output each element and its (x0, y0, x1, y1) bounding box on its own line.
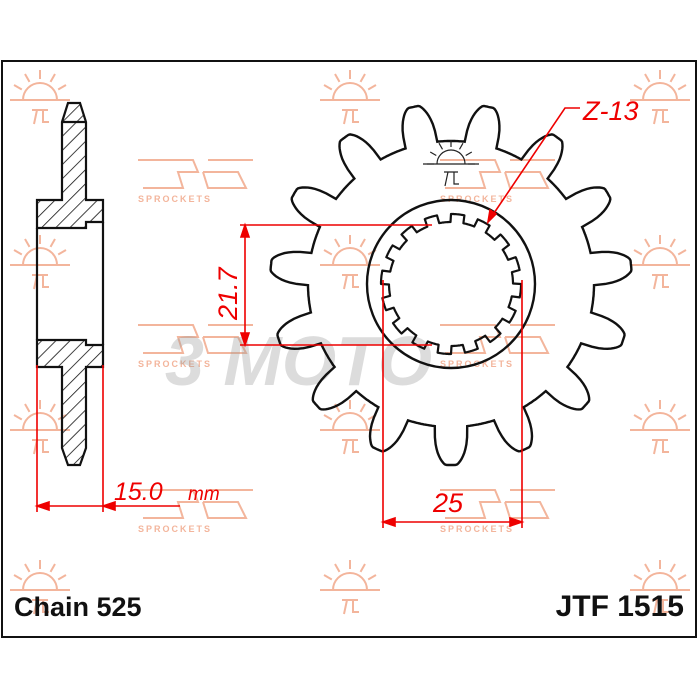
thickness-dimension: 15.0 (114, 478, 163, 506)
svg-text:SPROCKETS: SPROCKETS (440, 524, 514, 534)
sun-logo-watermark (320, 235, 380, 290)
svg-text:SPROCKETS: SPROCKETS (138, 359, 212, 369)
svg-text:SPROCKETS: SPROCKETS (138, 194, 212, 204)
svg-text:SPROCKETS: SPROCKETS (440, 194, 514, 204)
dimension-lines (34, 107, 580, 528)
jt-sprockets-watermark: SPROCKETS (138, 159, 253, 204)
svg-text:SPROCKETS: SPROCKETS (138, 524, 212, 534)
jt-sprockets-watermark: SPROCKETS (440, 489, 555, 534)
jt-sprockets-watermark: SPROCKETS (138, 489, 253, 534)
sun-logo-watermark (10, 560, 70, 615)
spline-height-dimension: 21.7 (213, 266, 243, 321)
spline-width-dimension: 25 (432, 488, 464, 518)
sun-logo-watermark (10, 235, 70, 290)
hub-circle (365, 198, 537, 370)
watermarks: SPROCKETS SPROCKETS SPROCKETS SPROCKETS SPRO… (10, 70, 690, 615)
sprocket-front-view (269, 104, 633, 467)
spline-bore (379, 212, 523, 356)
part-number-label: JTF 1515 (555, 590, 684, 623)
sun-logo-watermark (630, 235, 690, 290)
sprocket-outline (269, 104, 633, 467)
sun-logo-watermark (320, 70, 380, 125)
sun-logo-watermark (10, 70, 70, 125)
sun-logo-watermark (630, 70, 690, 125)
teeth-count-label: Z-13 (582, 96, 639, 126)
sun-logo-watermark (630, 400, 690, 455)
sun-logo-watermark (320, 560, 380, 615)
jt-sprockets-watermark: SPROCKETS (440, 159, 555, 204)
moto-logo-watermark: 3 MOTO (165, 322, 432, 400)
thickness-unit: mm (188, 484, 220, 505)
jt-logo (423, 140, 479, 187)
sun-logo-watermark (630, 560, 690, 615)
side-profile (35, 101, 105, 467)
chain-size-label: Chain 525 (14, 592, 142, 622)
drawing-frame (1, 60, 697, 638)
